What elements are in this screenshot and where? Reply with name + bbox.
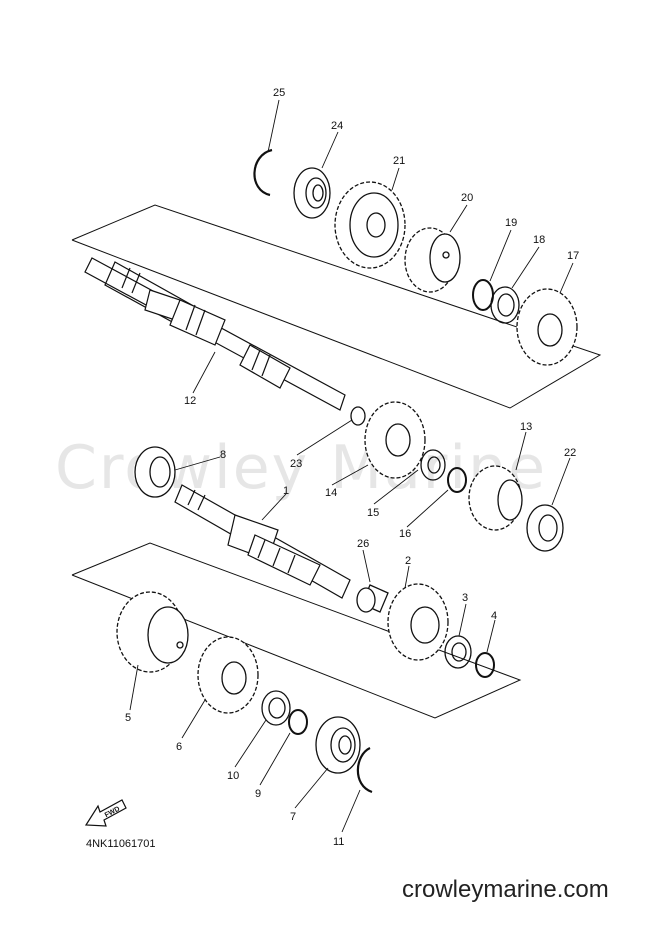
gear-21 [334, 181, 406, 269]
callout-13: 13 [520, 421, 532, 433]
circlip-25 [253, 148, 273, 197]
washer-18 [490, 286, 520, 324]
fwd-arrow-icon: FWD [84, 799, 127, 827]
callout-8: 8 [220, 449, 226, 461]
gear-13 [468, 465, 523, 531]
washer-3 [444, 635, 472, 669]
circlip-16 [447, 467, 467, 493]
diagram-code: 4NK11061701 [86, 838, 156, 850]
callout-19: 19 [505, 217, 517, 229]
callout-3: 3 [462, 592, 468, 604]
collar-23 [350, 406, 366, 426]
bearing-8 [134, 446, 176, 498]
callout-16: 16 [399, 528, 411, 540]
site-watermark: crowleymarine.com [402, 876, 609, 903]
callout-15: 15 [367, 507, 379, 519]
gear-6 [197, 636, 259, 714]
circlip-11 [356, 747, 373, 794]
bearing-7 [315, 716, 361, 774]
callout-18: 18 [533, 234, 545, 246]
circlip-4 [475, 652, 495, 678]
callout-17: 17 [567, 250, 579, 262]
callout-6: 6 [176, 741, 182, 753]
callout-5: 5 [125, 712, 131, 724]
bearing-24 [293, 167, 331, 219]
callout-26: 26 [357, 538, 369, 550]
circlip-19 [472, 279, 494, 311]
callout-4: 4 [491, 610, 497, 622]
gear-2 [387, 583, 449, 661]
bushing-26 [356, 584, 389, 613]
callout-20: 20 [461, 192, 473, 204]
lower-shaft-frame [71, 542, 522, 719]
gear-5 [116, 591, 189, 673]
callout-2: 2 [405, 555, 411, 567]
callout-10: 10 [227, 770, 239, 782]
callout-9: 9 [255, 788, 261, 800]
main-shaft [84, 257, 346, 411]
gear-17 [516, 288, 578, 366]
fwd-label: FWD [104, 806, 121, 820]
circlip-9 [288, 709, 308, 735]
callout-21: 21 [393, 155, 405, 167]
callout-14: 14 [325, 487, 337, 499]
callout-1: 1 [283, 485, 289, 497]
callout-7: 7 [290, 811, 296, 823]
secondary-shaft [174, 484, 351, 599]
bearing-22 [526, 504, 564, 552]
callout-22: 22 [564, 447, 576, 459]
washer-10 [261, 690, 291, 726]
upper-shaft-frame [71, 204, 602, 409]
callout-23: 23 [290, 458, 302, 470]
washer-15 [420, 449, 446, 481]
callout-24: 24 [331, 120, 343, 132]
callout-labels: 25 24 21 20 19 18 17 12 23 8 14 15 16 13… [125, 87, 579, 848]
gear-20 [404, 227, 461, 293]
callout-12: 12 [184, 395, 196, 407]
callout-25: 25 [273, 87, 285, 99]
gear-14 [364, 401, 426, 479]
leader-lines [129, 99, 574, 833]
callout-11: 11 [333, 836, 344, 848]
